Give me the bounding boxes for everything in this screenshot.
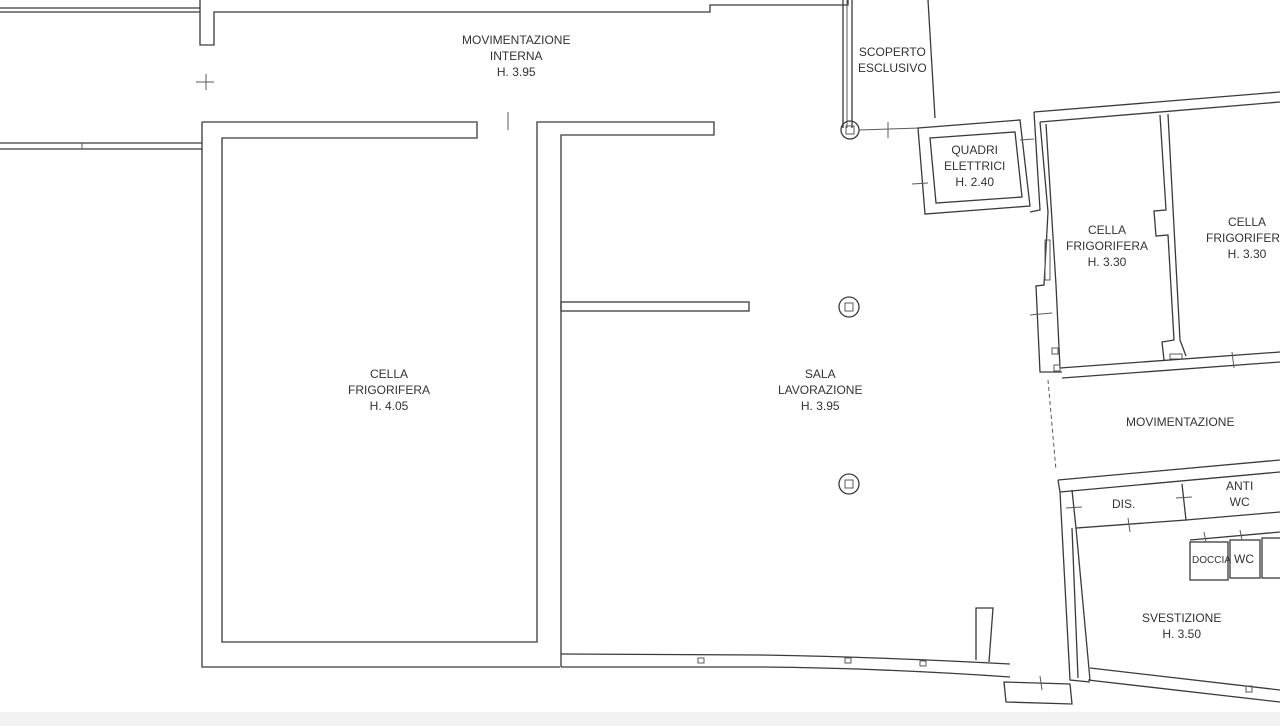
quadri-walls [911, 119, 1035, 215]
room-label-doccia: DOCCIA [1192, 555, 1231, 566]
room-label-scoperto-esclusivo: SCOPERTO ESCLUSIVO [858, 45, 927, 75]
room-label-quadri-elettrici: QUADRI ELETTRICI H. 2.40 [944, 143, 1006, 189]
room-label-cella-frigorifera-left: CELLA FRIGORIFERA H. 4.05 [348, 367, 431, 413]
room-label-anti-wc: ANTI WC [1226, 479, 1254, 509]
columns [838, 296, 860, 495]
main-hall-walls [201, 112, 1011, 678]
room-label-wc: WC [1234, 552, 1254, 566]
scoperto-walls [840, 0, 936, 140]
room-label-svestizione: SVESTIZIONE H. 3.50 [1142, 611, 1222, 641]
right-block-walls [1003, 91, 1280, 705]
room-label-cella-frigorifera-mid: CELLA FRIGORIFERA H. 3.30 [1066, 223, 1149, 269]
room-label-sala-lavorazione: SALA LAVORAZIONE H. 3.95 [778, 367, 863, 413]
room-label-cella-frigorifera-right: CELLA FRIGORIFERA H. 3.30 [1206, 215, 1280, 261]
top-left-walls [0, 0, 849, 150]
room-label-movimentazione: MOVIMENTAZIONE [1126, 415, 1235, 429]
room-label-movimentazione-interna: MOVIMENTAZIONE INTERNA H. 3.95 [462, 33, 571, 79]
bottom-scroll-band [0, 712, 1280, 726]
room-label-dis: DIS. [1112, 497, 1136, 511]
